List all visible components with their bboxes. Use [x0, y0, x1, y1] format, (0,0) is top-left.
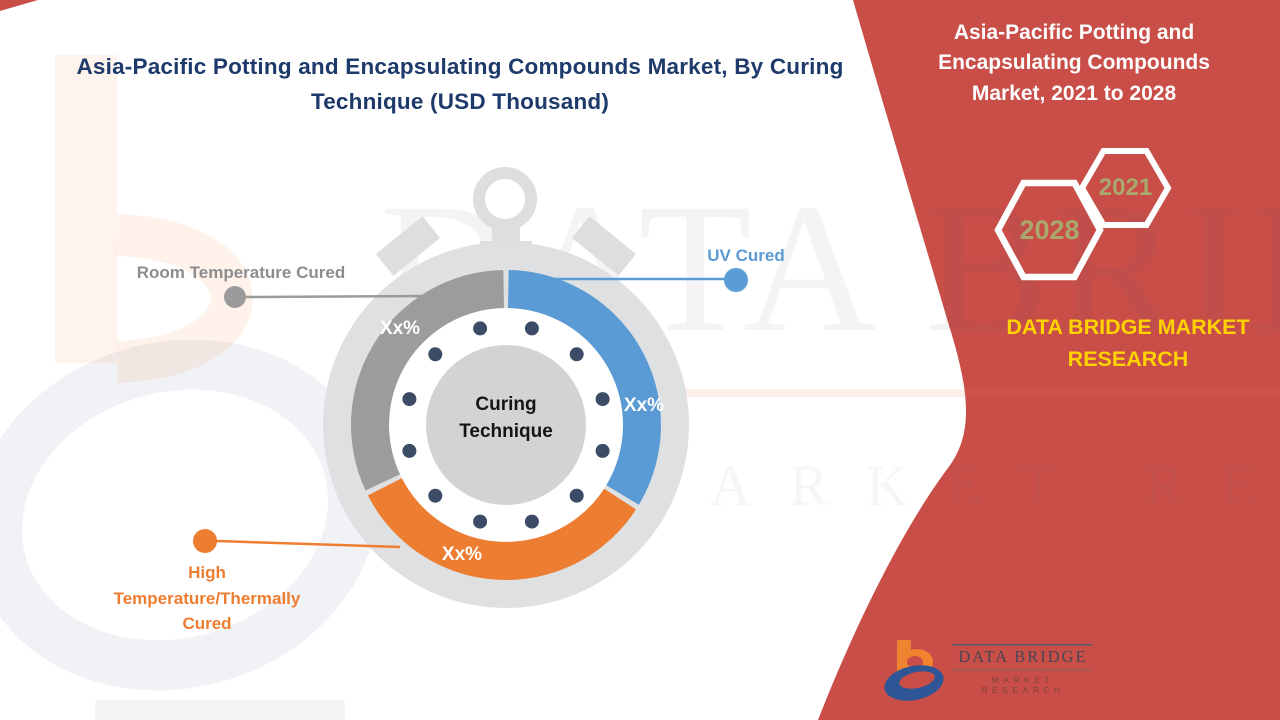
- uv-cured-leader-dot: [724, 268, 748, 292]
- watermark-text-line2: MARKET RESEARCH: [620, 453, 1280, 518]
- label-high-temperature-cured: High Temperature/Thermally Cured: [113, 563, 301, 633]
- room-temperature-leader-dot: [224, 286, 246, 308]
- value-high-temperature-cured: Xx%: [441, 544, 483, 565]
- stopwatch-right-button: [571, 216, 637, 276]
- stopwatch-center-hub: [426, 345, 586, 505]
- year-hexagons: [994, 148, 1172, 281]
- footer-logo-mark: [884, 640, 1092, 701]
- hexagon-2028: [994, 179, 1104, 281]
- stopwatch-left-button: [375, 216, 441, 276]
- hexagon-year-2028-label: 2028: [1019, 215, 1080, 245]
- segment-uv-cured: [508, 270, 661, 505]
- value-uv-cured: Xx%: [623, 395, 665, 416]
- label-uv-cured: UV Cured: [707, 246, 785, 265]
- red-corner-wedge: [0, 0, 38, 11]
- side-panel-title: Asia-Pacific Potting and Encapsulating C…: [938, 21, 1210, 105]
- hexagon-year-2021-label: 2021: [1098, 174, 1153, 201]
- donut-center-label: Curing Technique: [459, 394, 553, 442]
- hexagon-2021: [1078, 148, 1172, 228]
- footer-logo-tagline-text: MARKET RESEARCH: [981, 675, 1065, 695]
- footer-logo-brand-text: DATA BRIDGE: [958, 647, 1088, 666]
- label-room-temperature-cured: Room Temperature Cured: [136, 263, 346, 282]
- brand-name-text: DATA BRIDGE MARKET RESEARCH: [1006, 315, 1250, 372]
- stopwatch-illustration: [323, 167, 689, 608]
- main-chart-title: Asia-Pacific Potting and Encapsulating C…: [76, 54, 844, 114]
- segment-room-temperature-cured: [350, 270, 504, 491]
- segment-high-temperature-cured: [367, 478, 636, 581]
- high-temperature-leader-dot: [193, 529, 217, 553]
- dial-dots: [402, 321, 610, 529]
- value-room-temperature-cured: Xx%: [379, 318, 421, 339]
- leader-lines: [193, 268, 748, 553]
